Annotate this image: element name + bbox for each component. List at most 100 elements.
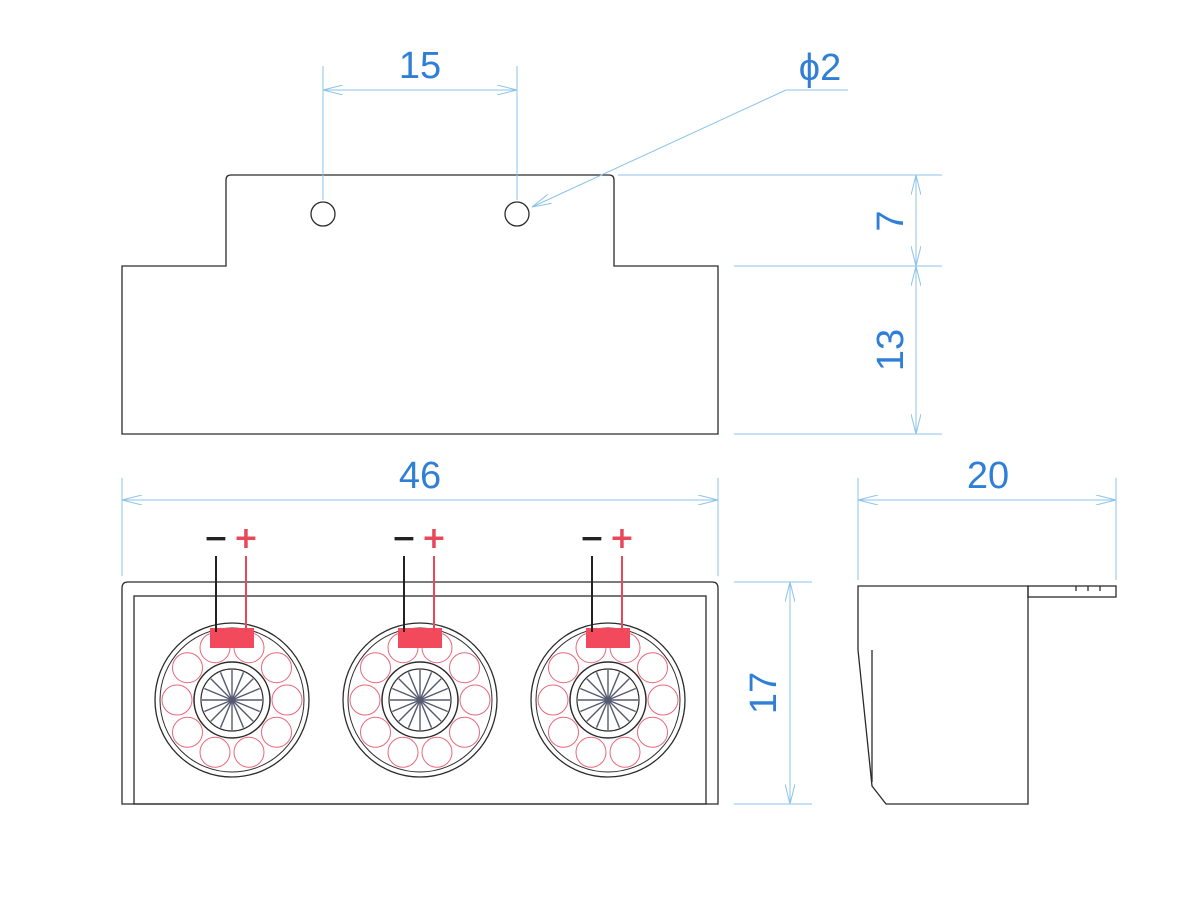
emitter-hub-ray xyxy=(607,687,636,701)
emitter-hub-ray xyxy=(419,687,448,701)
dim-front-height: 17 xyxy=(734,581,812,805)
positive-terminal-label: + xyxy=(609,521,634,556)
emitter-hub-ray xyxy=(580,687,609,701)
emitter-hub-ray xyxy=(392,699,421,713)
contact-pad xyxy=(210,628,254,648)
emitter-cell xyxy=(637,716,668,748)
emitter-hub-ray xyxy=(398,699,421,722)
emitter-cell xyxy=(637,652,668,684)
emitter-hub-ray xyxy=(407,672,421,701)
positive-terminal-label: + xyxy=(421,521,446,556)
emitter-hub-ray xyxy=(219,672,233,701)
emitter-cell xyxy=(161,684,193,716)
emitter-hub-inner xyxy=(388,668,452,732)
dim-front-height-label: 17 xyxy=(743,672,785,714)
top-view-outline xyxy=(121,174,719,435)
emitter-cell xyxy=(261,652,292,684)
emitter-hub-ray xyxy=(419,699,433,728)
emitter-hub-ray xyxy=(204,699,233,713)
emitter-hub-ray xyxy=(607,699,636,713)
emitter-hub-ray xyxy=(219,699,233,728)
emitter-3: −+ xyxy=(530,521,686,778)
positive-terminal-label: + xyxy=(233,521,258,556)
emitter-hub-ray xyxy=(419,678,442,701)
emitter-hub-ray xyxy=(419,699,448,713)
emitter-hub-ray xyxy=(607,678,630,701)
emitter-hub-ray xyxy=(607,672,621,701)
dim-hole-diameter-label: ϕ2 xyxy=(799,47,841,89)
emitter-cell xyxy=(548,652,579,684)
emitter-hub-ray xyxy=(231,699,254,722)
dim-side-depth-label: 20 xyxy=(967,455,1009,497)
emitter-hub-inner xyxy=(576,668,640,732)
emitter-hub-ray xyxy=(607,699,630,722)
emitter-hub-ray xyxy=(204,687,233,701)
side-view-outline xyxy=(857,585,1029,805)
negative-terminal-label: − xyxy=(579,521,604,556)
emitter-cell xyxy=(387,736,419,768)
emitter-cell xyxy=(449,652,480,684)
front-view-inner-frame xyxy=(133,595,707,805)
emitter-cell xyxy=(548,716,579,748)
emitter-hub-ray xyxy=(595,672,609,701)
emitter-hub-ray xyxy=(586,678,609,701)
emitter-hub-ray xyxy=(398,678,421,701)
emitter-cell xyxy=(271,684,303,716)
emitter-hub-inner xyxy=(200,668,264,732)
emitter-cell xyxy=(575,736,607,768)
emitter-cell xyxy=(360,652,391,684)
emitter-hub-ray xyxy=(231,699,245,728)
mounting-hole-left xyxy=(310,201,336,227)
emitter-hub-ray xyxy=(210,699,233,722)
emitter-cell xyxy=(449,716,480,748)
side-view-tab xyxy=(1027,585,1117,598)
emitter-hub-ray xyxy=(595,699,609,728)
top-view xyxy=(121,174,719,435)
dim-hole-diameter: ϕ2 xyxy=(532,47,848,207)
dim-side-depth: 20 xyxy=(857,455,1117,580)
emitter-hub-ray xyxy=(580,699,609,713)
emitter-cell xyxy=(199,736,231,768)
mounting-hole-right xyxy=(504,201,530,227)
dim-tab-height-label: 7 xyxy=(870,210,912,231)
emitter-cell xyxy=(172,716,203,748)
emitter-cell xyxy=(537,684,569,716)
emitter-hub-ray xyxy=(231,672,245,701)
dim-hole-spacing: 15 xyxy=(322,45,518,200)
emitter-hub-ray xyxy=(231,687,260,701)
contact-pad xyxy=(398,628,442,648)
emitter-hub-ray xyxy=(210,678,233,701)
dim-hole-spacing-label: 15 xyxy=(399,45,441,87)
emitter-hub-ray xyxy=(586,699,609,722)
front-view-outer-outline xyxy=(121,581,719,805)
emitter-outer-ring xyxy=(530,622,686,778)
front-view: −+−+−+ xyxy=(121,521,719,805)
emitter-cell xyxy=(360,716,391,748)
emitter-group: −+−+−+ xyxy=(154,521,686,778)
emitter-2: −+ xyxy=(342,521,498,778)
emitter-cell xyxy=(261,716,292,748)
emitter-cell xyxy=(647,684,679,716)
emitter-cell xyxy=(609,736,641,768)
emitter-hub-ray xyxy=(607,699,621,728)
contact-pad xyxy=(586,628,630,648)
emitter-cell xyxy=(233,736,265,768)
emitter-outer-ring xyxy=(342,622,498,778)
emitter-cell xyxy=(421,736,453,768)
emitter-cell xyxy=(349,684,381,716)
dim-body-height-label: 13 xyxy=(870,329,912,371)
emitter-hub-ray xyxy=(419,672,433,701)
emitter-1: −+ xyxy=(154,521,310,778)
dim-overall-width-label: 46 xyxy=(399,455,441,497)
emitter-hub-ray xyxy=(419,699,442,722)
emitter-hub-ray xyxy=(392,687,421,701)
emitter-hub-ray xyxy=(231,699,260,713)
negative-terminal-label: − xyxy=(391,521,416,556)
negative-terminal-label: − xyxy=(203,521,228,556)
dim-top-view-heights: 7 13 xyxy=(618,174,942,435)
emitter-outer-ring xyxy=(154,622,310,778)
dim-overall-width: 46 xyxy=(121,455,719,576)
emitter-hub-ray xyxy=(407,699,421,728)
emitter-hub-ray xyxy=(231,678,254,701)
